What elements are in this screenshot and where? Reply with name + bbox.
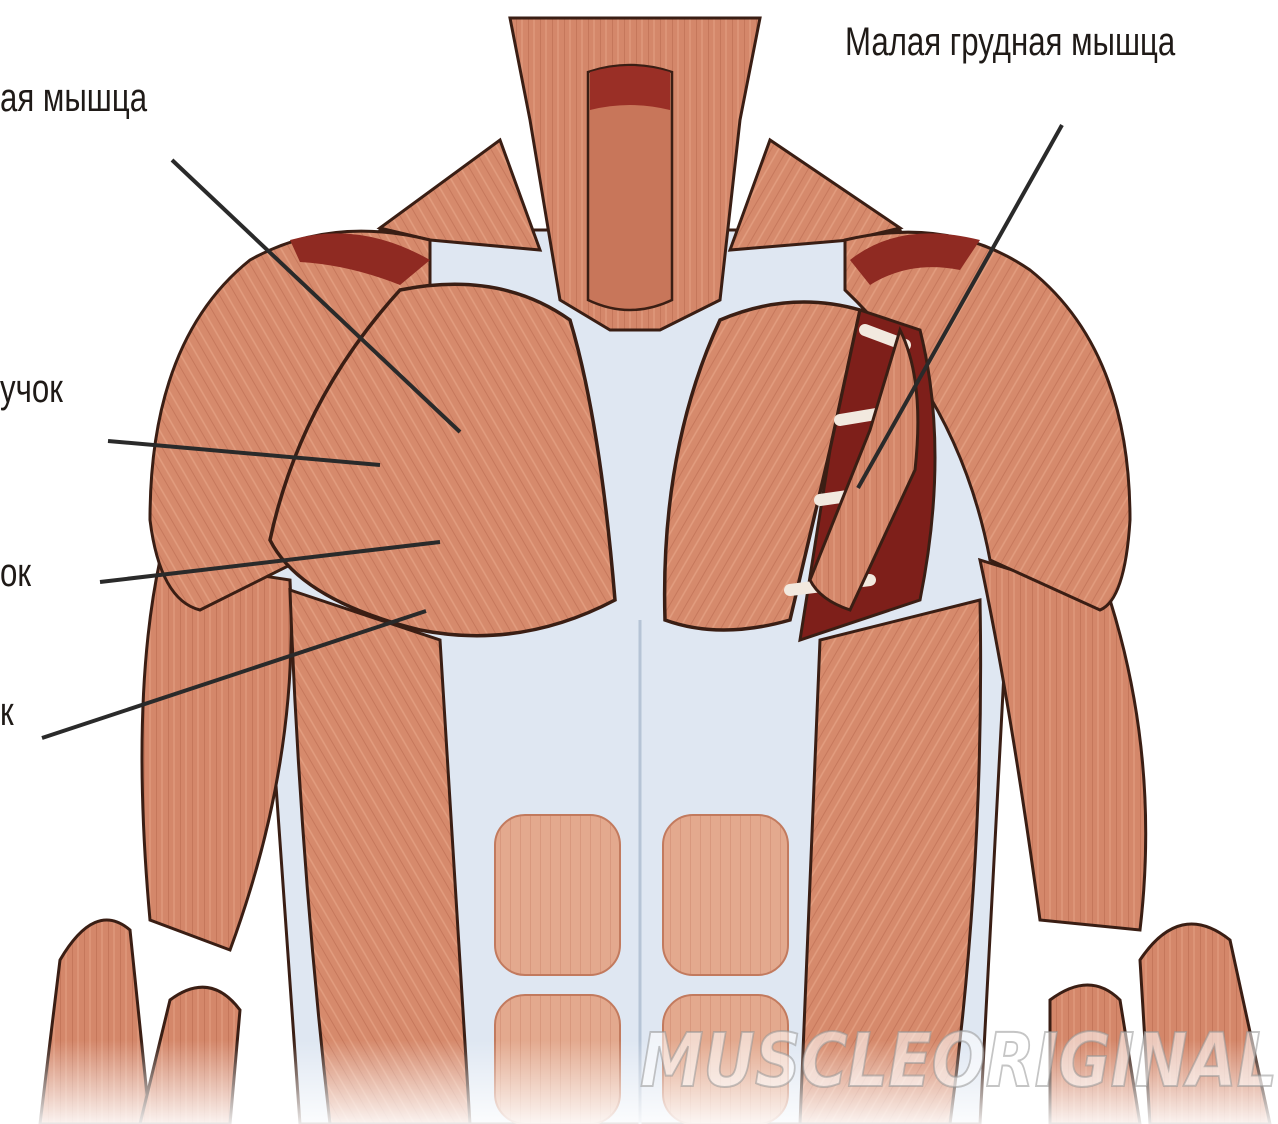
abs-upper-left	[495, 815, 620, 975]
label-left-2: ок	[0, 551, 31, 596]
label-top-left: ая мышца	[0, 76, 147, 121]
label-left-3: к	[0, 690, 14, 735]
label-top-right: Малая грудная мышца	[845, 20, 1175, 65]
watermark: MUSCLEORIGINAL.C	[640, 1018, 1278, 1104]
left-biceps	[142, 560, 291, 950]
abs-upper-right	[663, 815, 788, 975]
right-biceps	[980, 560, 1146, 930]
label-left-1: учок	[0, 367, 63, 412]
